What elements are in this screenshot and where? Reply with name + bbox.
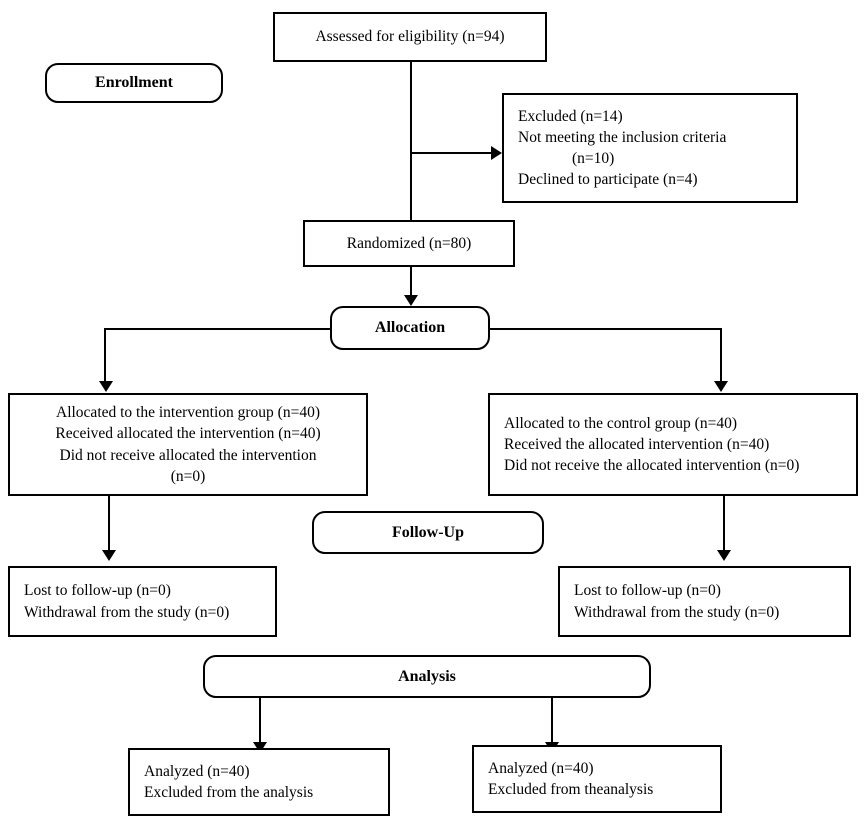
node-intervention-allocation-line-2: Received allocated the intervention (n=4… [55,425,321,443]
node-control-allocation-line-2: Received the allocated intervention (n=4… [504,435,770,453]
node-control-analysis-line-1: Analyzed (n=40) [488,759,594,777]
node-control-analysis-line-2: Excluded from theanalysis [488,781,654,798]
connector-control-alloc-to-followup [723,496,725,551]
node-intervention-allocation-line-1: Allocated to the intervention group (n=4… [56,404,320,422]
connector-branch-to-excluded [410,152,492,154]
node-control-allocation-line-1: Allocated to the control group (n=40) [504,414,737,432]
node-intervention-followup: Lost to follow-up (n=0) Withdrawal from … [8,566,277,637]
arrowhead-to-excluded [491,146,502,160]
arrowhead-allocation-right [714,381,728,392]
node-intervention-followup-line-2: Withdrawal from the study (n=0) [24,603,230,621]
stage-label-followup: Follow-Up [312,511,544,554]
node-randomized-line-1: Randomized (n=80) [346,234,472,252]
arrowhead-randomized-to-allocation [404,295,418,306]
node-excluded: Excluded (n=14) Not meeting the inclusio… [502,93,798,203]
node-control-followup: Lost to follow-up (n=0) Withdrawal from … [558,566,851,637]
connector-analysis-to-control-analyzed [551,698,553,743]
node-intervention-followup-line-1: Lost to follow-up (n=0) [24,582,171,600]
stage-label-enrollment-text: Enrollment [95,74,173,92]
node-excluded-line-1: Excluded (n=14) [518,107,623,125]
connector-intervention-alloc-to-followup [108,496,110,551]
node-control-followup-line-2: Withdrawal from the study (n=0) [574,603,780,621]
connector-allocation-left-vertical [104,328,106,382]
node-intervention-allocation-line-4: (n=0) [170,467,206,485]
node-intervention-allocation: Allocated to the intervention group (n=4… [8,393,368,496]
node-excluded-line-3: (n=10) [572,150,615,167]
connector-randomized-to-allocation [410,267,412,296]
connector-analysis-to-intervention-analyzed [259,698,261,743]
arrowhead-control-followup [717,550,731,561]
arrowhead-intervention-followup [102,550,116,561]
stage-label-analysis-text: Analysis [398,667,456,685]
node-intervention-analysis: Analyzed (n=40) Excluded from the analys… [128,748,390,816]
arrowhead-intervention-analyzed [253,742,267,753]
connector-allocation-right-horizontal [488,328,722,330]
connector-allocation-right-vertical [720,328,722,382]
node-intervention-allocation-line-3: Did not receive allocated the interventi… [59,446,317,464]
arrowhead-allocation-left [99,381,113,392]
stage-label-analysis: Analysis [203,655,651,698]
stage-label-allocation-text: Allocation [374,319,446,337]
node-control-followup-line-1: Lost to follow-up (n=0) [574,582,721,600]
node-control-analysis: Analyzed (n=40) Excluded from theanalysi… [472,745,722,813]
stage-label-allocation: Allocation [330,306,490,350]
node-assessed-line-1: Assessed for eligibility (n=94) [315,28,505,46]
stage-label-enrollment: Enrollment [45,63,223,103]
node-control-allocation-line-3: Did not receive the allocated interventi… [504,457,800,475]
node-randomized: Randomized (n=80) [303,220,515,267]
node-excluded-line-2: Not meeting the inclusion criteria [518,128,727,146]
node-excluded-line-4: Declined to participate (n=4) [518,171,698,189]
node-control-allocation: Allocated to the control group (n=40) Re… [488,393,858,496]
stage-label-followup-text: Follow-Up [392,523,464,541]
node-assessed-for-eligibility: Assessed for eligibility (n=94) [273,12,547,62]
connector-assessed-to-randomized [410,62,412,220]
node-intervention-analysis-line-1: Analyzed (n=40) [144,762,250,780]
connector-allocation-left-horizontal [104,328,332,330]
node-intervention-analysis-line-2: Excluded from the analysis [144,784,314,801]
